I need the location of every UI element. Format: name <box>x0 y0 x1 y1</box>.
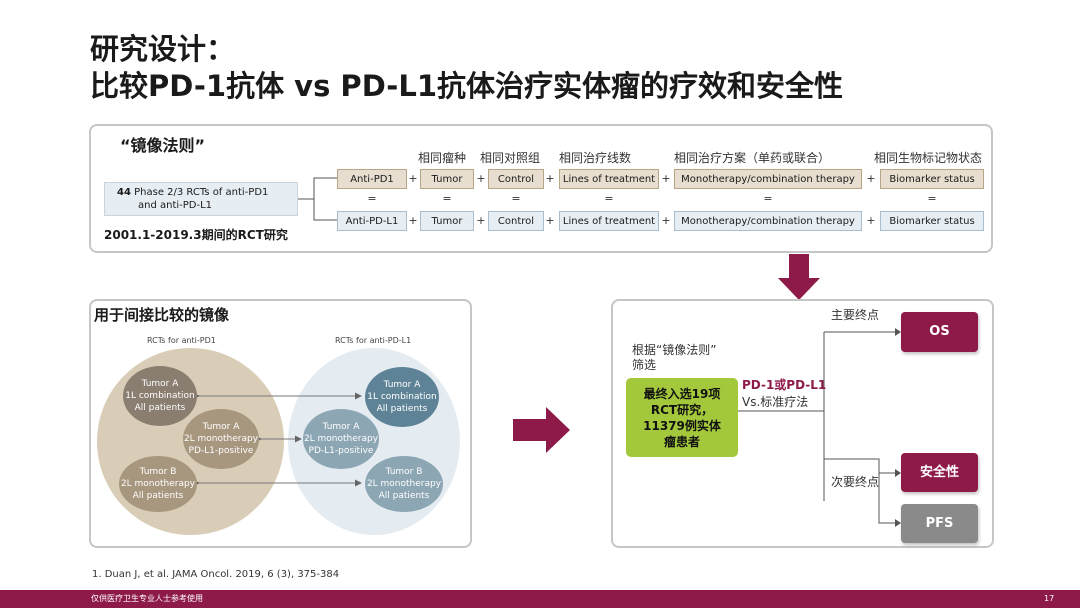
bubble-pd1-tumor-a-1l: Tumor A 1L combination All patients <box>123 366 197 426</box>
flow-connectors <box>738 328 901 527</box>
tag-anti-pd-l1: Anti-PD-L1 <box>337 211 407 231</box>
source-count: 44 <box>117 187 131 198</box>
plus-sign: + <box>661 172 671 185</box>
page-title-line1: 研究设计： <box>90 32 236 66</box>
tag-lines: Lines of treatment <box>559 169 659 189</box>
equals-sign: = <box>604 192 614 205</box>
included-studies-box: 最终入选19项 RCT研究， 11379例实体 瘤患者 <box>626 378 738 457</box>
bubble-text: Tumor B <box>385 467 423 477</box>
study-design-panel: 根据“镜像法则” 筛选 最终入选19项 RCT研究， 11379例实体 瘤患者 … <box>611 299 994 548</box>
tag-regimen: Monotherapy/combination therapy <box>674 211 862 231</box>
selection-criteria: 根据“镜像法则” 筛选 <box>632 343 716 373</box>
equals-sign: = <box>442 192 452 205</box>
criteria-line2: 筛选 <box>632 358 657 372</box>
comparator: Vs.标准疗法 <box>742 395 809 409</box>
bubble-text: 1L combination <box>367 392 437 402</box>
bubble-pdl1-tumor-b-2l: Tumor B 2L monotherapy All patients <box>365 456 443 512</box>
tag-control: Control <box>488 211 544 231</box>
plus-sign: + <box>866 172 876 185</box>
tag-anti-pd1: Anti-PD1 <box>337 169 407 189</box>
bubble-text: Tumor A <box>383 380 421 390</box>
bubble-pdl1-tumor-a-1l: Tumor A 1L combination All patients <box>365 367 439 427</box>
included-line: 11379例实体 <box>643 418 721 433</box>
secondary-endpoint-label: 次要终点 <box>831 475 880 489</box>
reference: 1. Duan J, et al. JAMA Oncol. 2019, 6 (3… <box>92 569 340 580</box>
tag-biomarker: Biomarker status <box>880 211 984 231</box>
equals-sign: = <box>367 192 377 205</box>
bubble-pd1-tumor-a-2l: Tumor A 2L monotherapy PD-L1-positive <box>183 409 259 469</box>
bubble-text: PD-L1-positive <box>188 446 254 456</box>
bubble-text: 2L monotherapy <box>183 434 259 444</box>
bubble-text: 2L monotherapy <box>303 434 379 444</box>
right-circle-label: RCTs for anti-PD-L1 <box>335 336 412 345</box>
bubble-pd1-tumor-b-2l: Tumor B 2L monotherapy All patients <box>119 456 197 512</box>
bubble-text: Tumor A <box>322 422 360 432</box>
bubble-text: 1L combination <box>125 391 195 401</box>
mirror-connectors <box>193 392 362 487</box>
included-line: 最终入选19项 <box>643 386 721 401</box>
header-same-lines: 相同治疗线数 <box>559 151 632 165</box>
bubble-text: Tumor A <box>141 379 179 389</box>
bubble-text: Tumor A <box>202 422 240 432</box>
mirror-rule-panel: “镜像法则” 44 Phase 2/3 RCTs of anti-PD1 and… <box>89 124 993 253</box>
comparison-arms: PD-1或PD-L1 <box>742 378 827 392</box>
plus-sign: + <box>408 172 418 185</box>
left-circle-label: RCTs for anti-PD1 <box>147 336 216 345</box>
source-box: 44 Phase 2/3 RCTs of anti-PD1 and anti-P… <box>104 182 298 216</box>
mirror-rule-heading: “镜像法则” <box>120 136 206 155</box>
pfs-endpoint: PFS <box>901 504 978 543</box>
bubble-text: Tumor B <box>139 467 177 477</box>
bubble-text: All patients <box>378 491 430 501</box>
plus-sign: + <box>661 214 671 227</box>
bubble-text: All patients <box>376 404 428 414</box>
bubble-text: All patients <box>132 491 184 501</box>
indirect-heading: 用于间接比较的镜像 <box>94 306 230 324</box>
header-same-biomarker: 相同生物标记物状态 <box>874 151 983 165</box>
header-same-tumor: 相同瘤种 <box>418 151 467 165</box>
header-same-regimen: 相同治疗方案（单药或联合） <box>674 151 831 165</box>
bubble-pdl1-tumor-a-2l: Tumor A 2L monotherapy PD-L1-positive <box>303 409 379 469</box>
source-line1: Phase 2/3 RCTs of anti-PD1 <box>134 187 269 198</box>
tag-tumor: Tumor <box>420 211 474 231</box>
page-title-line2: 比较PD-1抗体 vs PD-L1抗体治疗实体瘤的疗效和安全性 <box>90 69 843 103</box>
header-same-control: 相同对照组 <box>480 151 541 165</box>
equals-sign: = <box>763 192 773 205</box>
indirect-comparison-panel: 用于间接比较的镜像 RCTs for anti-PD1 RCTs for ant… <box>89 299 472 548</box>
plus-sign: + <box>545 214 555 227</box>
equals-sign: = <box>927 192 937 205</box>
tag-lines: Lines of treatment <box>559 211 659 231</box>
study-period: 2001.1-2019.3期间的RCT研究 <box>104 228 288 242</box>
included-line: 瘤患者 <box>663 434 700 449</box>
bubble-text: PD-L1-positive <box>308 446 374 456</box>
included-line: RCT研究， <box>650 402 714 417</box>
os-endpoint: OS <box>901 312 978 352</box>
down-arrow-icon <box>778 254 820 300</box>
tag-control: Control <box>488 169 544 189</box>
tag-regimen: Monotherapy/combination therapy <box>674 169 862 189</box>
plus-sign: + <box>545 172 555 185</box>
bubble-text: 2L monotherapy <box>366 479 442 489</box>
tag-tumor: Tumor <box>420 169 474 189</box>
safety-endpoint: 安全性 <box>901 453 978 492</box>
criteria-line1: 根据“镜像法则” <box>632 343 717 357</box>
plus-sign: + <box>476 172 486 185</box>
footer-bar: 仅供医疗卫生专业人士参考使用 17 <box>0 590 1080 608</box>
page-number: 17 <box>1044 594 1055 603</box>
plus-sign: + <box>476 214 486 227</box>
source-line2: and anti-PD-L1 <box>138 200 213 211</box>
plus-sign: + <box>866 214 876 227</box>
primary-endpoint-label: 主要终点 <box>831 308 880 322</box>
disclaimer: 仅供医疗卫生专业人士参考使用 <box>91 594 203 603</box>
right-arrow-icon <box>513 407 570 453</box>
equals-sign: = <box>511 192 521 205</box>
bubble-text: 2L monotherapy <box>120 479 196 489</box>
plus-sign: + <box>408 214 418 227</box>
tag-biomarker: Biomarker status <box>880 169 984 189</box>
bubble-text: All patients <box>134 403 186 413</box>
